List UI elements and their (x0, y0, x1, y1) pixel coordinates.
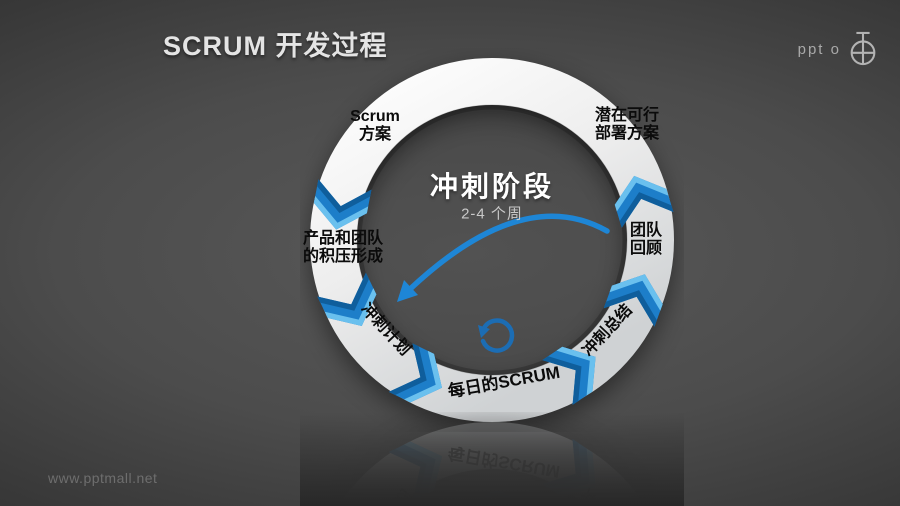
page-title: SCRUM 开发过程 (163, 31, 388, 61)
label-backlog: 产品和团队 的积压形成 (303, 230, 383, 266)
label-line: Scrum (350, 108, 400, 126)
reflection: Scrum 方案 潜在可行 部署方案 产品和团队 的积压形成 团队 回顾 冲刺计… (300, 412, 684, 506)
label-line: 团队 (629, 222, 663, 240)
ring-graphic (309, 58, 674, 422)
center-subtitle: 2-4 个周 (461, 205, 523, 223)
label-deploy: 潜在可行 部署方案 (595, 107, 659, 143)
center-title: 冲刺阶段 (429, 171, 555, 202)
watermark: www.pptmall.net (48, 470, 158, 486)
label-line: 的积压形成 (302, 248, 384, 265)
logo-text: ppt o (797, 40, 841, 58)
curved-arrow-icon (397, 213, 610, 302)
scrum-ring-diagram: Scrum 方案 潜在可行 部署方案 产品和团队 的积压形成 团队 回顾 冲刺计… (300, 48, 684, 432)
stopwatch-icon (850, 31, 876, 66)
label-retrospective: 团队 回顾 (630, 222, 662, 258)
ring (310, 58, 674, 422)
label-line: 部署方案 (594, 125, 660, 142)
ring-inner-shade (357, 105, 627, 375)
ring-inner-rim (356, 104, 628, 376)
label-line: 潜在可行 (594, 107, 660, 125)
label-scrum-plan: Scrum 方案 (350, 108, 400, 144)
label-line: 方案 (358, 126, 392, 143)
pptmall-logo: ppt o (798, 30, 880, 68)
scrum-ring-diagram: Scrum 方案 潜在可行 部署方案 产品和团队 的积压形成 团队 回顾 冲刺计… (300, 412, 684, 506)
label-line: 回顾 (629, 240, 663, 257)
label-line: 产品和团队 (302, 230, 384, 248)
loop-arrow-icon (478, 318, 515, 353)
